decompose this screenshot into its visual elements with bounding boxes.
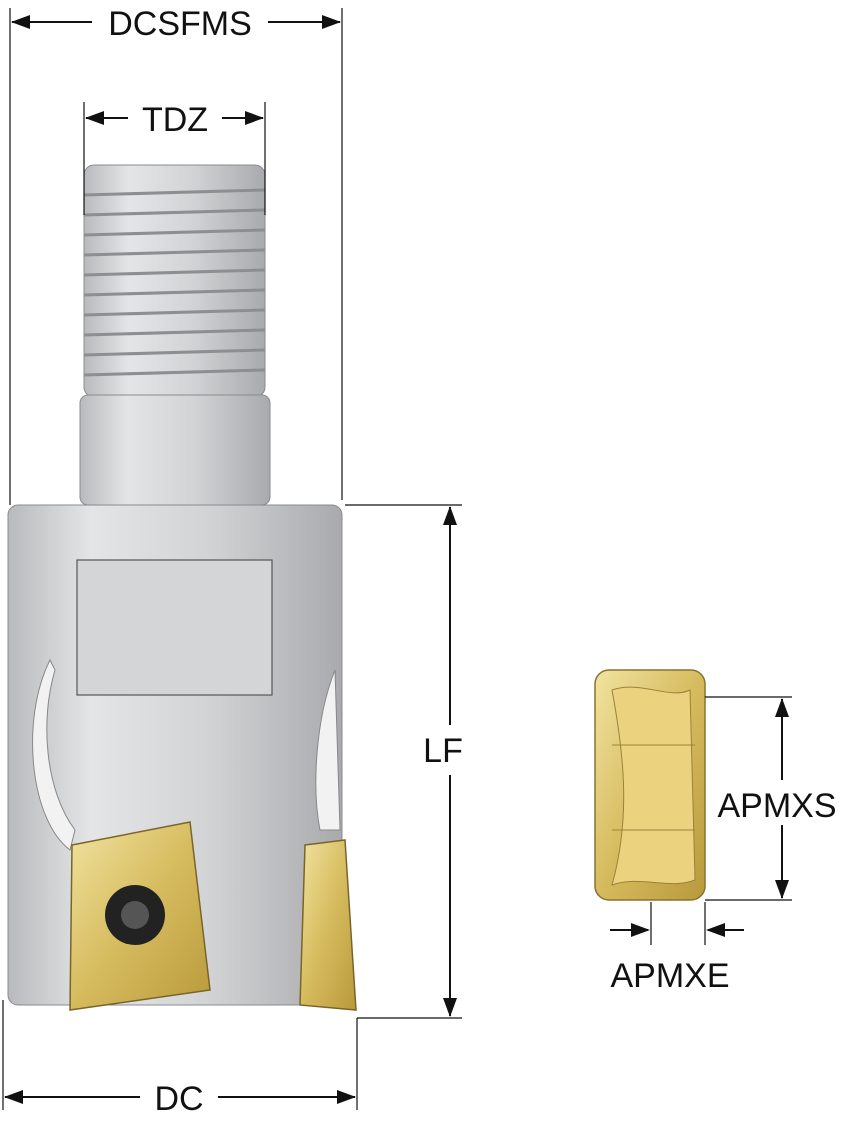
thread-grooves [83, 188, 266, 377]
label-tdz: TDZ [142, 101, 208, 139]
flute-right [315, 669, 341, 831]
flute-left [32, 658, 76, 851]
insert-right [299, 839, 357, 1011]
dimension-dc: DC [2, 1000, 358, 1118]
dimension-apmxs: APMXS [705, 696, 837, 901]
label-apmxe: APMXE [610, 957, 729, 995]
thread-shank [83, 164, 266, 398]
label-area [76, 559, 273, 696]
label-lf: LF [423, 732, 463, 770]
dimension-lf: LF [345, 504, 463, 1019]
dimension-dcsfms: DCSFMS [9, 5, 343, 505]
label-apmxs: APMXS [717, 787, 836, 825]
neck [79, 394, 271, 506]
dimension-tdz: TDZ [83, 101, 266, 215]
label-dcsfms: DCSFMS [108, 5, 252, 43]
torx-icon [121, 901, 149, 929]
label-dc: DC [154, 1080, 203, 1118]
insert-detail [594, 669, 706, 901]
dimension-apmxe: APMXE [610, 902, 744, 995]
cutter-tool [7, 164, 357, 1011]
